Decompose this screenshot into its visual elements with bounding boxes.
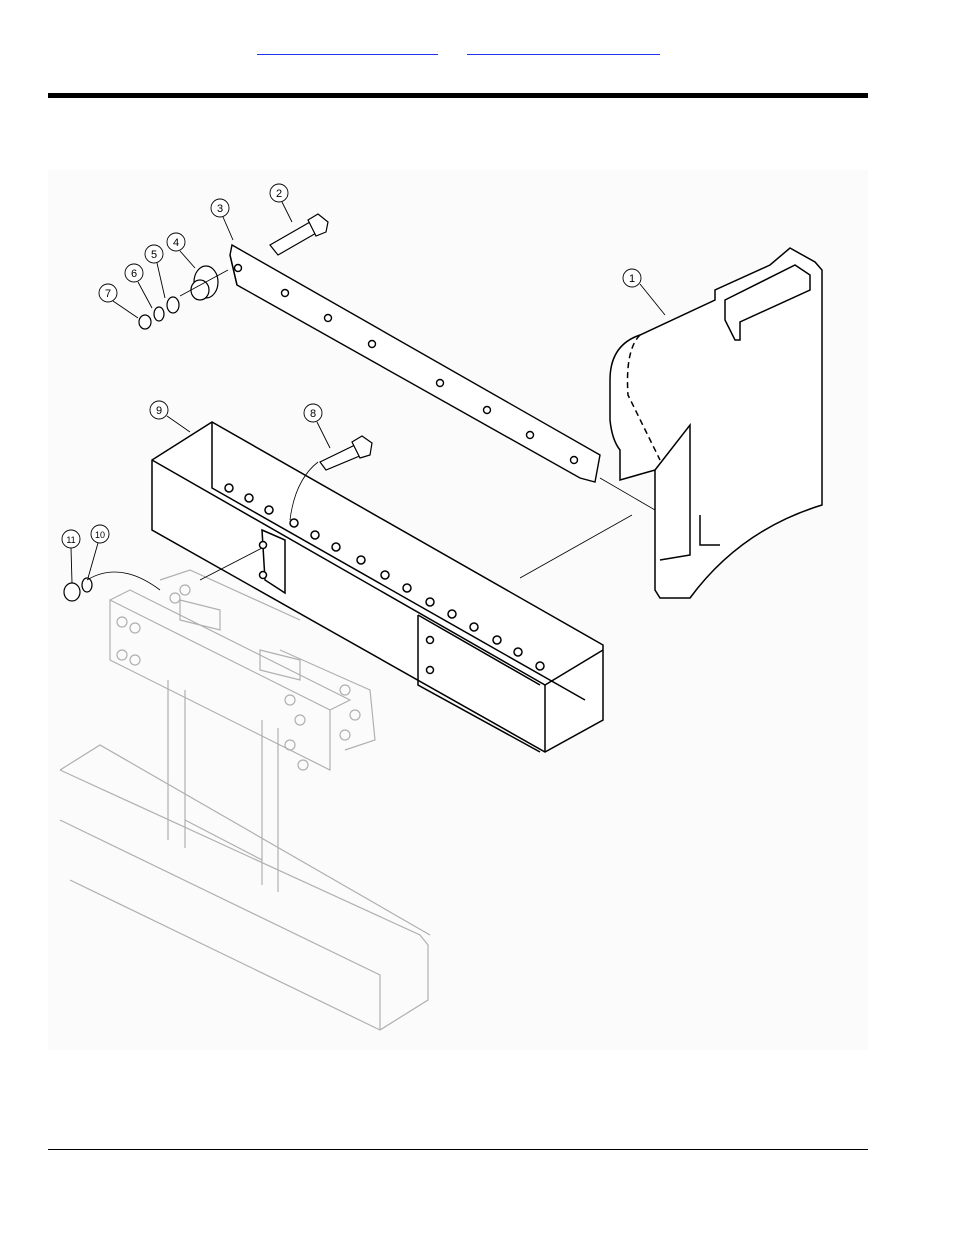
parts-diagram: 1 2 3 4 5 6 7 8 9 10 11 <box>48 170 868 1050</box>
footer-rule <box>48 1149 868 1150</box>
header-rule <box>48 93 868 98</box>
nav-link-2[interactable] <box>467 36 660 55</box>
callout-label-9: 9 <box>156 405 162 417</box>
callout-label-7: 7 <box>105 288 111 300</box>
callout-label-1: 1 <box>629 273 635 285</box>
callout-label-6: 6 <box>131 268 137 280</box>
callout-label-4: 4 <box>173 237 179 249</box>
callout-label-8: 8 <box>310 408 316 420</box>
callout-label-5: 5 <box>151 249 157 261</box>
nav-link-1[interactable] <box>257 36 438 55</box>
callout-label-10: 10 <box>95 530 105 540</box>
callout-label-2: 2 <box>276 188 282 200</box>
callout-label-11: 11 <box>66 535 75 545</box>
callout-label-3: 3 <box>217 203 223 215</box>
